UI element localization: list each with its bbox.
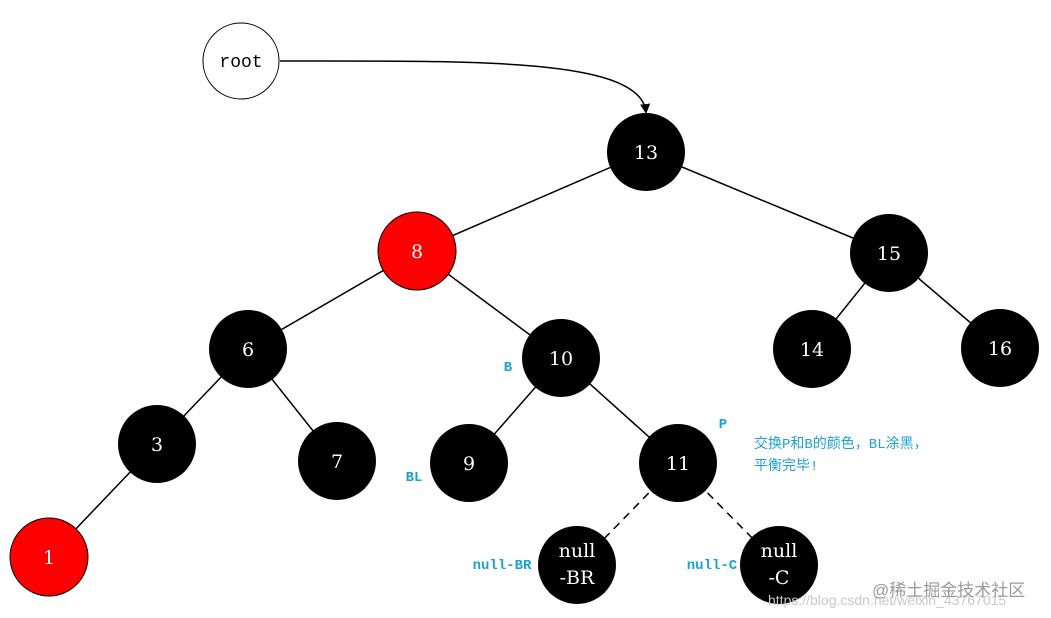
node-14-circle xyxy=(773,310,851,388)
node-null-c-line1: null xyxy=(761,540,798,562)
node-15: 15 xyxy=(850,214,928,292)
node-1: 1 xyxy=(9,517,89,597)
edge-13-15 xyxy=(645,151,890,254)
node-16: 16 xyxy=(961,309,1039,387)
tag-null-c: null-C xyxy=(687,558,738,574)
node-16-label: 16 xyxy=(988,338,1012,360)
node-6: 6 xyxy=(209,310,287,388)
node-13-circle xyxy=(607,113,685,191)
node-null-c-circle xyxy=(740,526,818,604)
node-null-br-line1: null xyxy=(559,540,596,562)
node-11-label: 11 xyxy=(666,453,690,475)
tag-b: B xyxy=(504,360,513,376)
node-9-label: 9 xyxy=(463,453,475,475)
node-null-br: null -BR xyxy=(538,526,616,604)
node-8: 8 xyxy=(377,211,457,291)
node-3-label: 3 xyxy=(151,434,163,456)
node-7-circle xyxy=(298,422,376,500)
node-14: 14 xyxy=(773,310,851,388)
root-arrow xyxy=(279,60,651,114)
node-3: 3 xyxy=(118,405,196,483)
node-8-circle xyxy=(377,211,457,291)
node-8-label: 8 xyxy=(411,241,423,263)
node-9-circle xyxy=(430,424,508,502)
node-14-label: 14 xyxy=(800,339,824,361)
node-7: 7 xyxy=(298,422,376,500)
root-label: root xyxy=(219,53,262,73)
tag-bl: BL xyxy=(406,470,423,486)
node-null-br-circle xyxy=(538,526,616,604)
note-line2: 平衡完毕! xyxy=(754,458,818,475)
node-6-label: 6 xyxy=(242,339,254,361)
node-10-circle xyxy=(522,319,600,397)
node-10-label: 10 xyxy=(549,348,573,370)
node-11: 11 xyxy=(639,424,717,502)
note-line1: 交换P和B的颜色，BL涂黑， xyxy=(754,435,928,453)
node-null-br-line2: -BR xyxy=(560,567,595,589)
node-13-label: 13 xyxy=(634,142,658,164)
tag-p: P xyxy=(719,417,727,433)
watermark-text: @稀土掘金技术社区 xyxy=(872,581,1025,600)
node-10: 10 xyxy=(522,319,600,397)
node-13: 13 xyxy=(607,113,685,191)
watermark-url: https://blog.csdn.net/weixin_43767015 xyxy=(768,592,1006,608)
node-16-circle xyxy=(961,309,1039,387)
node-3-circle xyxy=(118,405,196,483)
node-15-circle xyxy=(850,214,928,292)
node-11-circle xyxy=(639,424,717,502)
node-1-circle xyxy=(9,517,89,597)
edge-13-8 xyxy=(416,151,647,252)
node-7-label: 7 xyxy=(331,451,343,473)
node-1-label: 1 xyxy=(43,547,55,569)
node-6-circle xyxy=(209,310,287,388)
tag-null-br: null-BR xyxy=(473,558,532,574)
root-node: root xyxy=(202,22,280,100)
node-null-c-line2: -C xyxy=(769,567,790,589)
node-9: 9 xyxy=(430,424,508,502)
node-15-label: 15 xyxy=(877,243,901,265)
node-null-c: null -C xyxy=(740,526,818,604)
